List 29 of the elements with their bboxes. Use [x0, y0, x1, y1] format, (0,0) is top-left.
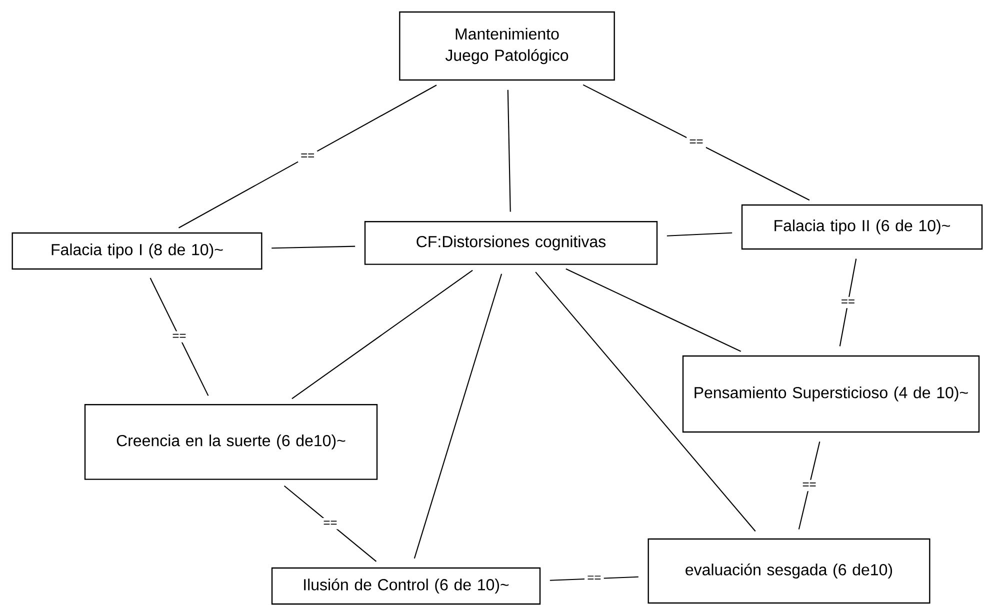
connector-line [839, 258, 857, 346]
connector-line [272, 246, 356, 249]
connector-line [550, 576, 638, 581]
edge-label: == [298, 150, 318, 162]
connector-line [666, 232, 732, 236]
connector-line [566, 268, 742, 352]
concept-box: CF:Distorsiones cognitivas [364, 221, 658, 265]
concept-box: Pensamiento Supersticioso (4 de 10)~ [682, 355, 980, 433]
concept-box: Mantenimiento Juego Patológico [399, 11, 615, 81]
connector-line [292, 270, 473, 400]
connector-line [798, 442, 820, 530]
connector-line [150, 278, 209, 396]
concept-box: Ilusión de Control (6 de 10)~ [271, 567, 541, 605]
connector-line [507, 90, 511, 212]
connector-line [414, 274, 502, 559]
concept-box: Falacia tipo II (6 de 10)~ [741, 204, 983, 250]
concept-box: Creencia en la suerte (6 de10)~ [84, 404, 378, 480]
edge-label: == [170, 331, 189, 342]
connector-line [535, 272, 756, 532]
edge-label: == [686, 136, 706, 148]
edge-label: == [584, 573, 604, 584]
edge-label: == [320, 518, 340, 530]
connector-line [284, 485, 377, 562]
edge-label: == [800, 480, 819, 492]
concept-box: Falacia tipo I (8 de 10)~ [12, 232, 262, 270]
connector-line [582, 84, 810, 201]
concept-box: evaluación sesgada (6 de10) [648, 538, 930, 604]
edge-label: == [838, 296, 858, 308]
connector-line [178, 84, 437, 228]
